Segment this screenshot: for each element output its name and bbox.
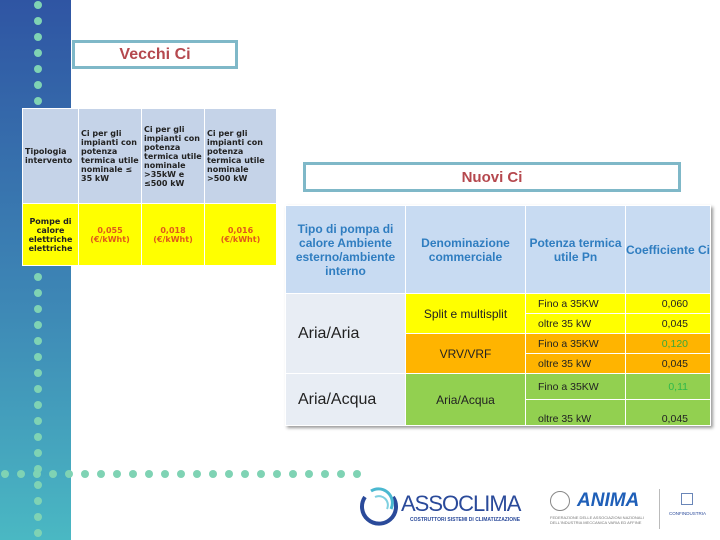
ci-cell: 0,045 [625,313,711,334]
decorative-dot [209,470,217,478]
power-cell: Fino a 35KW [525,373,626,400]
decorative-dot [241,470,249,478]
decorative-dot [34,513,42,521]
decorative-dot [34,49,42,57]
decorative-dot [34,289,42,297]
decorative-dot [34,433,42,441]
confindustria-emblem-icon [681,493,693,505]
decorative-dot [161,470,169,478]
header-cell: Tipo di pompa di calore Ambiente esterno… [285,205,406,294]
header-cell: Ci per gli impianti con potenza termica … [141,108,205,204]
header-cell: Denominazione commerciale [405,205,526,294]
power-cell: Fino a 35KW [525,333,626,354]
ci-cell: 0,045 [625,399,711,426]
decorative-dot [34,97,42,105]
decorative-dot [129,470,137,478]
header-cell: Ci per gli impianti con potenza termica … [204,108,277,204]
decorative-dot [34,385,42,393]
decorative-dot [34,449,42,457]
denomination-cell: Split e multisplit [405,293,526,334]
decorative-dot [337,470,345,478]
decorative-dot [177,470,185,478]
value-cell: 0,018 (€/kWht) [141,203,205,266]
value-cell: 0,055 (€/kWht) [78,203,142,266]
row-label: Pompe di calore elettriche elettriche [22,203,79,266]
header-cell: Tipologia intervento [22,108,79,204]
decorative-dot [34,17,42,25]
type-cell: Aria/Acqua [285,373,406,426]
decorative-dot [34,1,42,9]
decorative-dot [34,465,42,473]
assoclima-subtitle: COSTRUTTORI SISTEMI DI CLIMATIZZAZIONE [410,517,521,523]
decorative-dot [33,470,41,478]
power-cell: oltre 35 kW [525,399,626,426]
new-ci-title: Nuovi Ci [303,162,681,192]
decorative-dot [17,470,25,478]
ci-cell: 0,060 [625,293,711,314]
decorative-dot [257,470,265,478]
decorative-dot [145,470,153,478]
denomination-cell: VRV/VRF [405,333,526,374]
decorative-dot [34,273,42,281]
decorative-dot [34,497,42,505]
decorative-dot [193,470,201,478]
decorative-dot [34,337,42,345]
decorative-dot [34,417,42,425]
old-ci-table: Tipologia intervento Ci per gli impianti… [22,108,277,266]
decorative-dot [34,529,42,537]
decorative-dot [34,353,42,361]
ci-cell: 0,120 [625,333,711,354]
header-cell: Potenza termica utile Pn [525,205,626,294]
anima-logo-text: ANIMA [577,490,640,511]
assoclima-logo-icon [360,487,398,526]
decorative-dot [34,321,42,329]
power-cell: oltre 35 kW [525,353,626,374]
confindustria-text: CONFINDUSTRIA [669,511,706,516]
logo-divider [659,489,660,529]
decorative-dot [321,470,329,478]
decorative-dot [305,470,313,478]
ci-cell: 0,045 [625,353,711,374]
decorative-dot [34,481,42,489]
decorative-dot [34,305,42,313]
new-ci-table: Tipo di pompa di calore Ambiente esterno… [285,205,711,426]
power-cell: oltre 35 kW [525,313,626,334]
decorative-dot [353,470,361,478]
decorative-dot [65,470,73,478]
decorative-dot [34,369,42,377]
value-cell: 0,016 (€/kWht) [204,203,277,266]
decorative-dot [34,81,42,89]
decorative-dot [81,470,89,478]
type-cell: Aria/Aria [285,293,406,374]
decorative-dot [113,470,121,478]
header-cell: Ci per gli impianti con potenza termica … [78,108,142,204]
denomination-cell: Aria/Acqua [405,373,526,426]
footer-logos: ASSOCLIMA COSTRUTTORI SISTEMI DI CLIMATI… [355,485,720,535]
ci-cell: 0,11 [625,373,711,400]
old-ci-title: Vecchi Ci [72,40,238,69]
decorative-dot [49,470,57,478]
decorative-dot [97,470,105,478]
assoclima-logo-text: ASSOCLIMA [401,491,521,516]
anima-subtitle: FEDERAZIONE DELLE ASSOCIAZIONI NAZIONALI… [550,515,644,525]
decorative-dot [34,33,42,41]
power-cell: Fino a 35KW [525,293,626,314]
decorative-dot [34,401,42,409]
decorative-dot [34,65,42,73]
header-cell: Coefficiente Ci [625,205,711,294]
decorative-dot [225,470,233,478]
decorative-dot [273,470,281,478]
decorative-dot [1,470,9,478]
decorative-dot [289,470,297,478]
anima-seal-icon [550,491,570,511]
